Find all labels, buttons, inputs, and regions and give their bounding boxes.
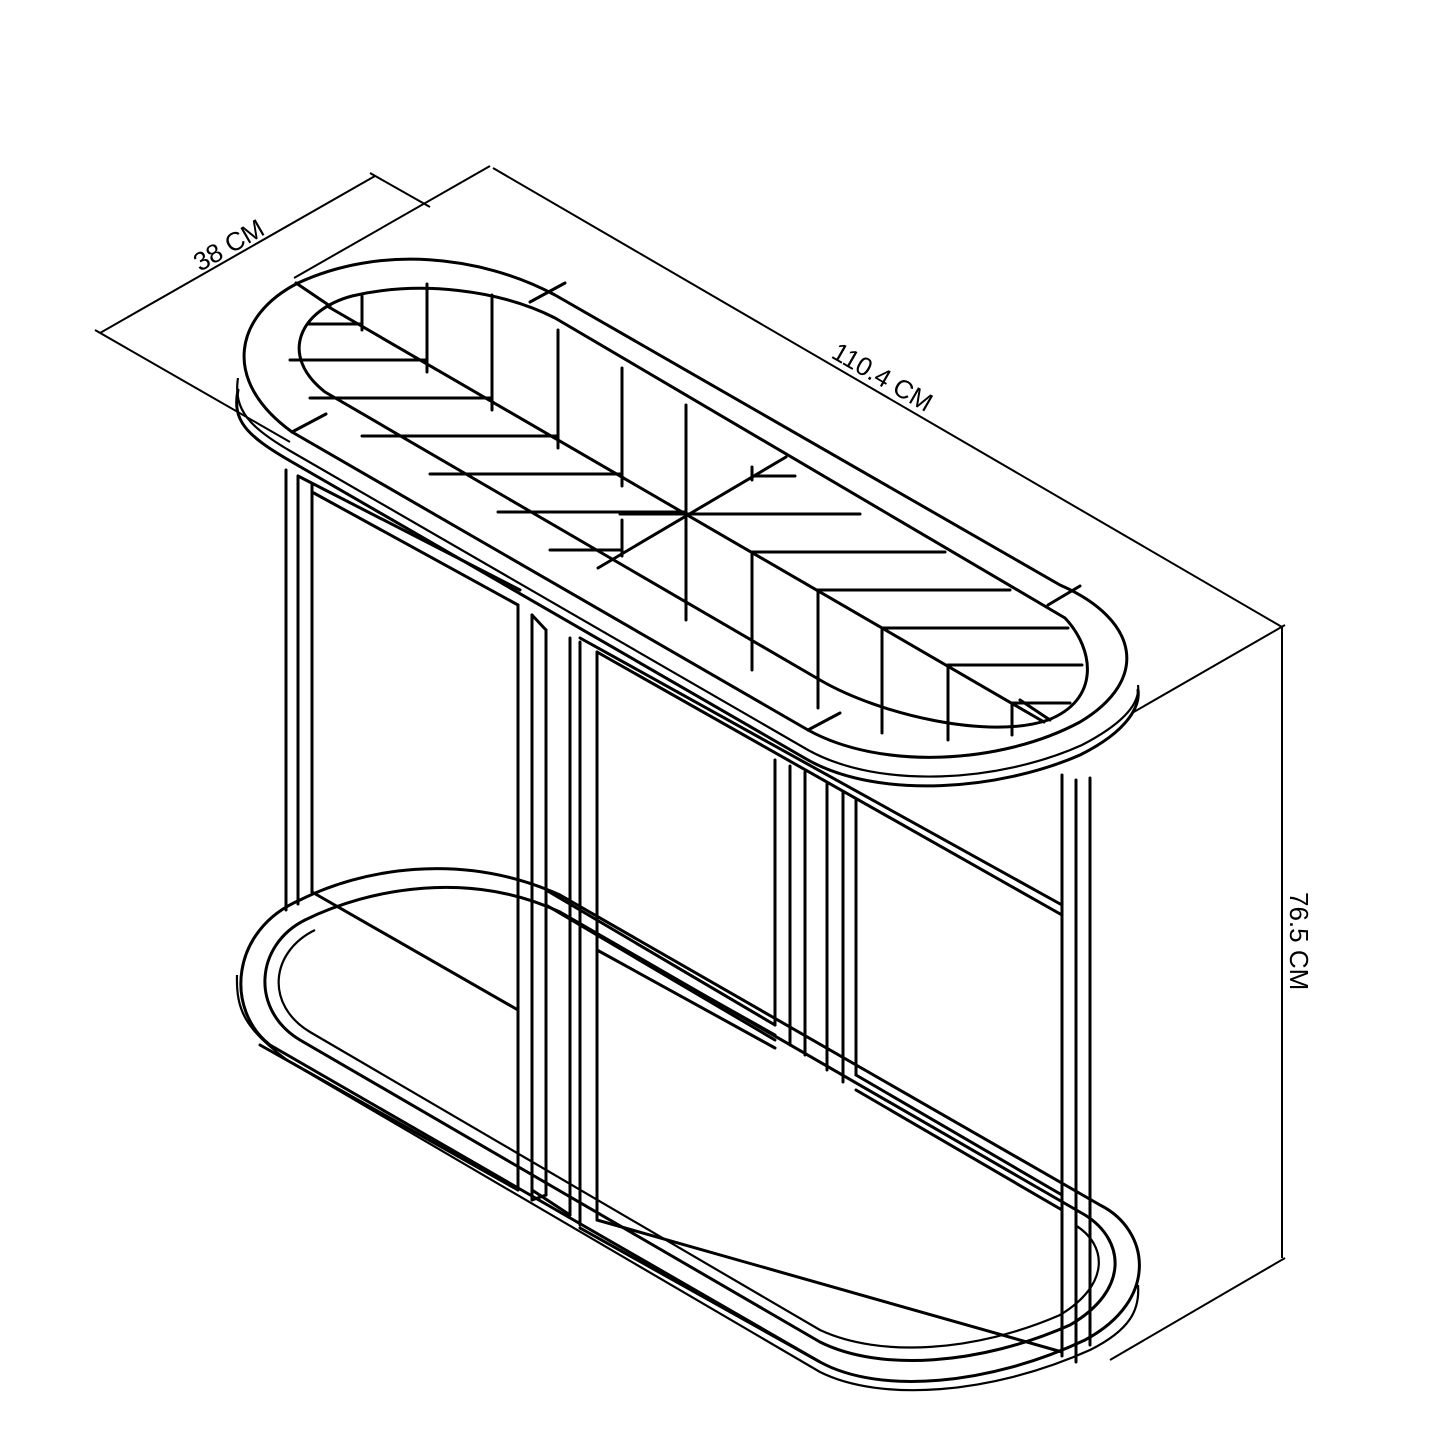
width-label: 110.4 CM <box>827 336 938 417</box>
tabletop <box>235 257 1140 788</box>
depth-label: 38 CM <box>188 213 269 277</box>
dimension-width: 110.4 CM <box>293 165 1286 714</box>
base-ring <box>235 867 1141 1392</box>
dimension-height: 76.5 CM <box>1109 627 1314 1361</box>
dimension-depth: 38 CM <box>94 172 431 443</box>
height-label: 76.5 CM <box>1284 892 1314 990</box>
frame <box>258 468 1092 1364</box>
